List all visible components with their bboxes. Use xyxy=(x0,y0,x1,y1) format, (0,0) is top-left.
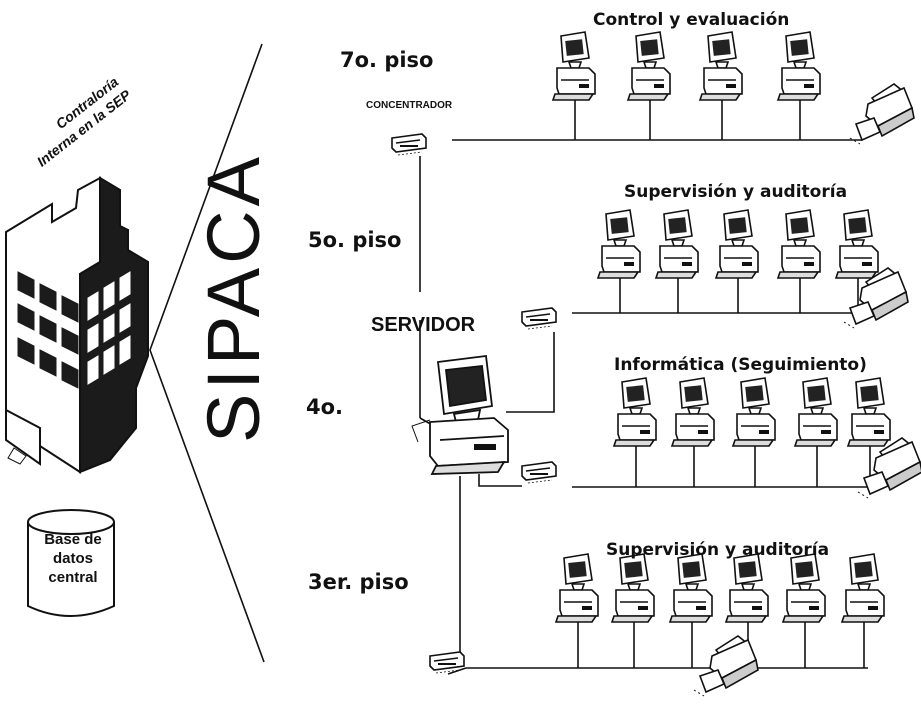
workstation-floor5-2 xyxy=(656,210,698,278)
workstation-floor4-2 xyxy=(672,378,714,446)
department-title-7: Control y evaluación xyxy=(593,10,789,30)
workstation-floor5-5 xyxy=(836,210,878,278)
department-title-5: Supervisión y auditoría xyxy=(624,182,847,202)
workstation-floor5-3 xyxy=(716,210,758,278)
workstation-floor4-5 xyxy=(848,378,890,446)
workstation-floor3-3 xyxy=(670,554,712,622)
workstation-floor3-4 xyxy=(726,554,768,622)
printer-floor3 xyxy=(694,636,758,696)
office-building-icon xyxy=(6,178,148,472)
workstation-floor4-4 xyxy=(795,378,837,446)
floor-label-7: 7o. piso xyxy=(340,48,434,72)
floor-label-5: 5o. piso xyxy=(308,228,402,252)
floor-label-3: 3er. piso xyxy=(308,570,409,594)
database-label-line3: central xyxy=(34,568,112,587)
hub-label: CONCENTRADOR xyxy=(366,100,452,111)
workstation-floor4-3 xyxy=(733,378,775,446)
workstation-floor5-1 xyxy=(598,210,640,278)
department-title-4: Informática (Seguimiento) xyxy=(614,355,867,375)
server-label: SERVIDOR xyxy=(371,314,475,337)
hub-floor7 xyxy=(392,134,426,155)
database-label-line1: Base de xyxy=(34,530,112,549)
system-name: SIPACA xyxy=(191,273,271,443)
workstation-floor3-5 xyxy=(783,554,825,622)
workstation-floor7-4 xyxy=(778,32,820,100)
hub-floor5 xyxy=(522,308,556,329)
link-server-hub4 xyxy=(479,474,522,486)
department-title-3: Supervisión y auditoría xyxy=(606,540,829,560)
link-server-hub5 xyxy=(506,332,554,412)
workstation-floor7-1 xyxy=(553,32,595,100)
printer-floor4 xyxy=(858,438,921,498)
workstation-floor3-2 xyxy=(612,554,654,622)
hub-floor4 xyxy=(522,462,556,483)
workstation-floor7-3 xyxy=(700,32,742,100)
workstation-floor3-1 xyxy=(556,554,598,622)
database-label: Base de datos central xyxy=(34,530,112,587)
floor-label-4: 4o. xyxy=(306,395,343,419)
printer-floor7 xyxy=(850,84,914,144)
database-label-line2: datos xyxy=(34,549,112,568)
workstation-floor3-6 xyxy=(842,554,884,622)
workstation-floor7-2 xyxy=(628,32,670,100)
link-hub3-bus xyxy=(448,668,466,674)
workstation-floor5-4 xyxy=(778,210,820,278)
server-computer-icon xyxy=(412,356,508,474)
workstation-floor4-1 xyxy=(614,378,656,446)
